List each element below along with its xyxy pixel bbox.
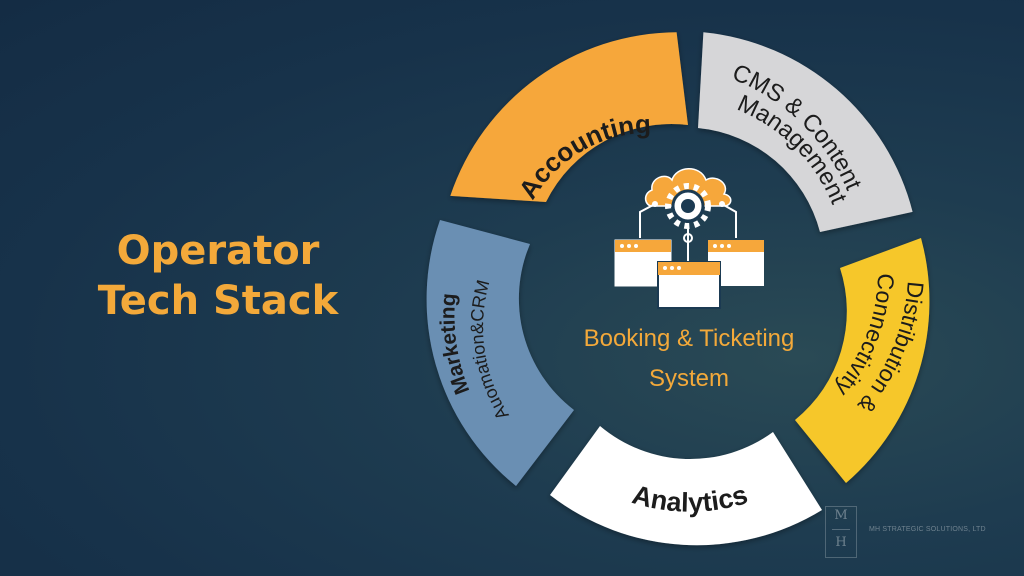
center-title-line1: Booking & Ticketing — [584, 325, 795, 352]
logo-monogram: M H — [825, 506, 857, 558]
segment-distribution — [795, 238, 930, 483]
segment-cms — [698, 32, 913, 232]
title-line-2: Tech Stack — [97, 278, 339, 324]
title-line-1: Operator — [116, 228, 320, 274]
logo-letter-bottom: H — [835, 535, 847, 550]
segment-accounting — [450, 32, 688, 202]
company-logo: M H MH STRATEGIC SOLUTIONS, LTD — [825, 506, 1015, 560]
center-title-line2: System — [649, 365, 729, 392]
logo-letter-top: M — [834, 508, 848, 523]
page-title: Operator Tech Stack — [78, 226, 358, 326]
logo-company-name: MH STRATEGIC SOLUTIONS, LTD — [869, 526, 986, 533]
cloud-gear-network-icon — [614, 168, 764, 309]
segment-analytics — [550, 426, 822, 546]
segment-marketing — [426, 220, 574, 486]
